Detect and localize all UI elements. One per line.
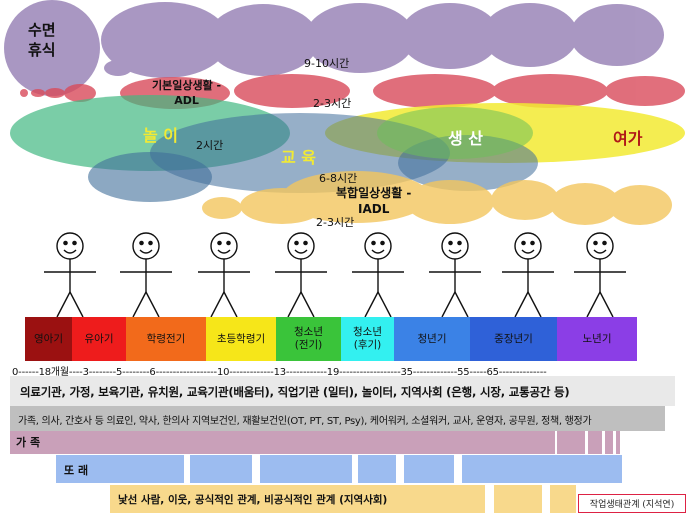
adl-hours-label: 2-3시간	[313, 97, 352, 110]
life-stage-4: 초등학령기	[206, 317, 276, 361]
community-label: 낯선 사람, 이웃, 공식적인 관계, 비공식적인 관계 (지역사회)	[118, 494, 388, 506]
sleep-rest-label: 수면 휴식	[28, 21, 56, 59]
education-label: 교 육	[281, 148, 317, 167]
play-label: 놀 이	[143, 126, 179, 145]
iadl-bubble	[282, 171, 430, 223]
life-stage-6: 청소년 (후기)	[341, 317, 394, 361]
play-hours-label: 2시간	[196, 139, 224, 152]
peer-bar	[56, 455, 184, 483]
stick-figure	[275, 232, 327, 318]
family-bar	[588, 431, 602, 454]
peer-bar	[404, 455, 454, 483]
community-bar	[110, 485, 485, 513]
stick-figures	[44, 232, 626, 318]
adl-bubble	[20, 89, 28, 97]
adl-bubble	[31, 89, 45, 97]
peer-bar	[260, 455, 352, 483]
stick-figure	[198, 232, 250, 318]
family-label: 가 족	[16, 436, 41, 449]
family-bar	[605, 431, 613, 454]
iadl-bubble	[202, 197, 242, 219]
stick-figure	[352, 232, 404, 318]
sleep-hours-label: 9-10시간	[304, 57, 350, 70]
family-bars	[10, 431, 620, 454]
professionals-band	[10, 406, 665, 431]
adl-label: 기본일상생활 - ADL	[152, 79, 222, 107]
stick-figure	[120, 232, 172, 318]
family-bar	[557, 431, 585, 454]
iadl-label: 복합일상생활 - IADL	[336, 186, 412, 216]
sleep-bubble	[104, 60, 132, 76]
adl-bubble	[373, 74, 497, 108]
education-ellipse	[88, 152, 212, 202]
iadl-bubble	[491, 180, 559, 220]
sleep-bubble	[101, 2, 229, 78]
professionals-text: 가족, 의사, 간호사 등 의료인, 약사, 한의사 지역보건인, 재활보건인(…	[18, 416, 592, 427]
stick-figure	[502, 232, 554, 318]
community-bar	[550, 485, 576, 513]
credit-box: 작업생태관계 (지석연)	[578, 494, 686, 513]
peer-bar	[190, 455, 252, 483]
sleep-bubbles	[4, 0, 664, 96]
adl-bubble	[64, 84, 96, 102]
life-stage-1: 영아기	[25, 317, 72, 361]
stick-figure	[44, 232, 96, 318]
life-stage-9: 노년기	[557, 317, 637, 361]
iadl-hours-label: 2-3시간	[316, 216, 355, 229]
sleep-bubble	[4, 0, 100, 96]
institutions-text: 의료기관, 가정, 보육기관, 유치원, 교육기관(배움터), 직업기관 (일터…	[20, 385, 570, 399]
iadl-bubble	[406, 180, 494, 224]
sleep-bubble	[400, 3, 500, 69]
age-scale-band	[10, 360, 675, 376]
age-scale: 0------18개월----3--------5--------6------…	[12, 367, 547, 378]
sleep-bubble	[482, 3, 578, 67]
institutions-band	[10, 376, 675, 406]
iadl-bubbles	[202, 171, 672, 225]
production-ellipse	[377, 107, 533, 159]
community-bar	[494, 485, 542, 513]
sleep-bubble	[570, 4, 664, 66]
peer-bars	[56, 455, 622, 483]
sleep-bubble	[305, 3, 415, 73]
leisure-label: 여가	[613, 129, 643, 148]
family-bar	[616, 431, 620, 454]
adl-bubble	[605, 76, 685, 106]
iadl-bubble	[608, 185, 672, 225]
sleep-bubble	[207, 4, 319, 76]
peer-bar	[358, 455, 396, 483]
adl-bubble	[234, 74, 350, 108]
peer-bar	[462, 455, 622, 483]
peers-label: 또 래	[64, 464, 89, 477]
education-hours-label: 6-8시간	[319, 172, 358, 185]
life-stage-7: 청년기	[394, 317, 470, 361]
production-label: 생 산	[448, 129, 484, 148]
life-stage-2: 유아기	[72, 317, 126, 361]
stick-figure	[574, 232, 626, 318]
stick-figure	[429, 232, 481, 318]
adl-bubble	[492, 74, 608, 108]
iadl-bubble	[550, 183, 620, 225]
life-stage-3: 학령전기	[126, 317, 206, 361]
adl-bubble	[45, 88, 65, 98]
life-stage-8: 중장년기	[470, 317, 557, 361]
family-bar	[10, 431, 555, 454]
life-stage-5: 청소년 (전기)	[276, 317, 341, 361]
community-bars	[110, 485, 576, 513]
